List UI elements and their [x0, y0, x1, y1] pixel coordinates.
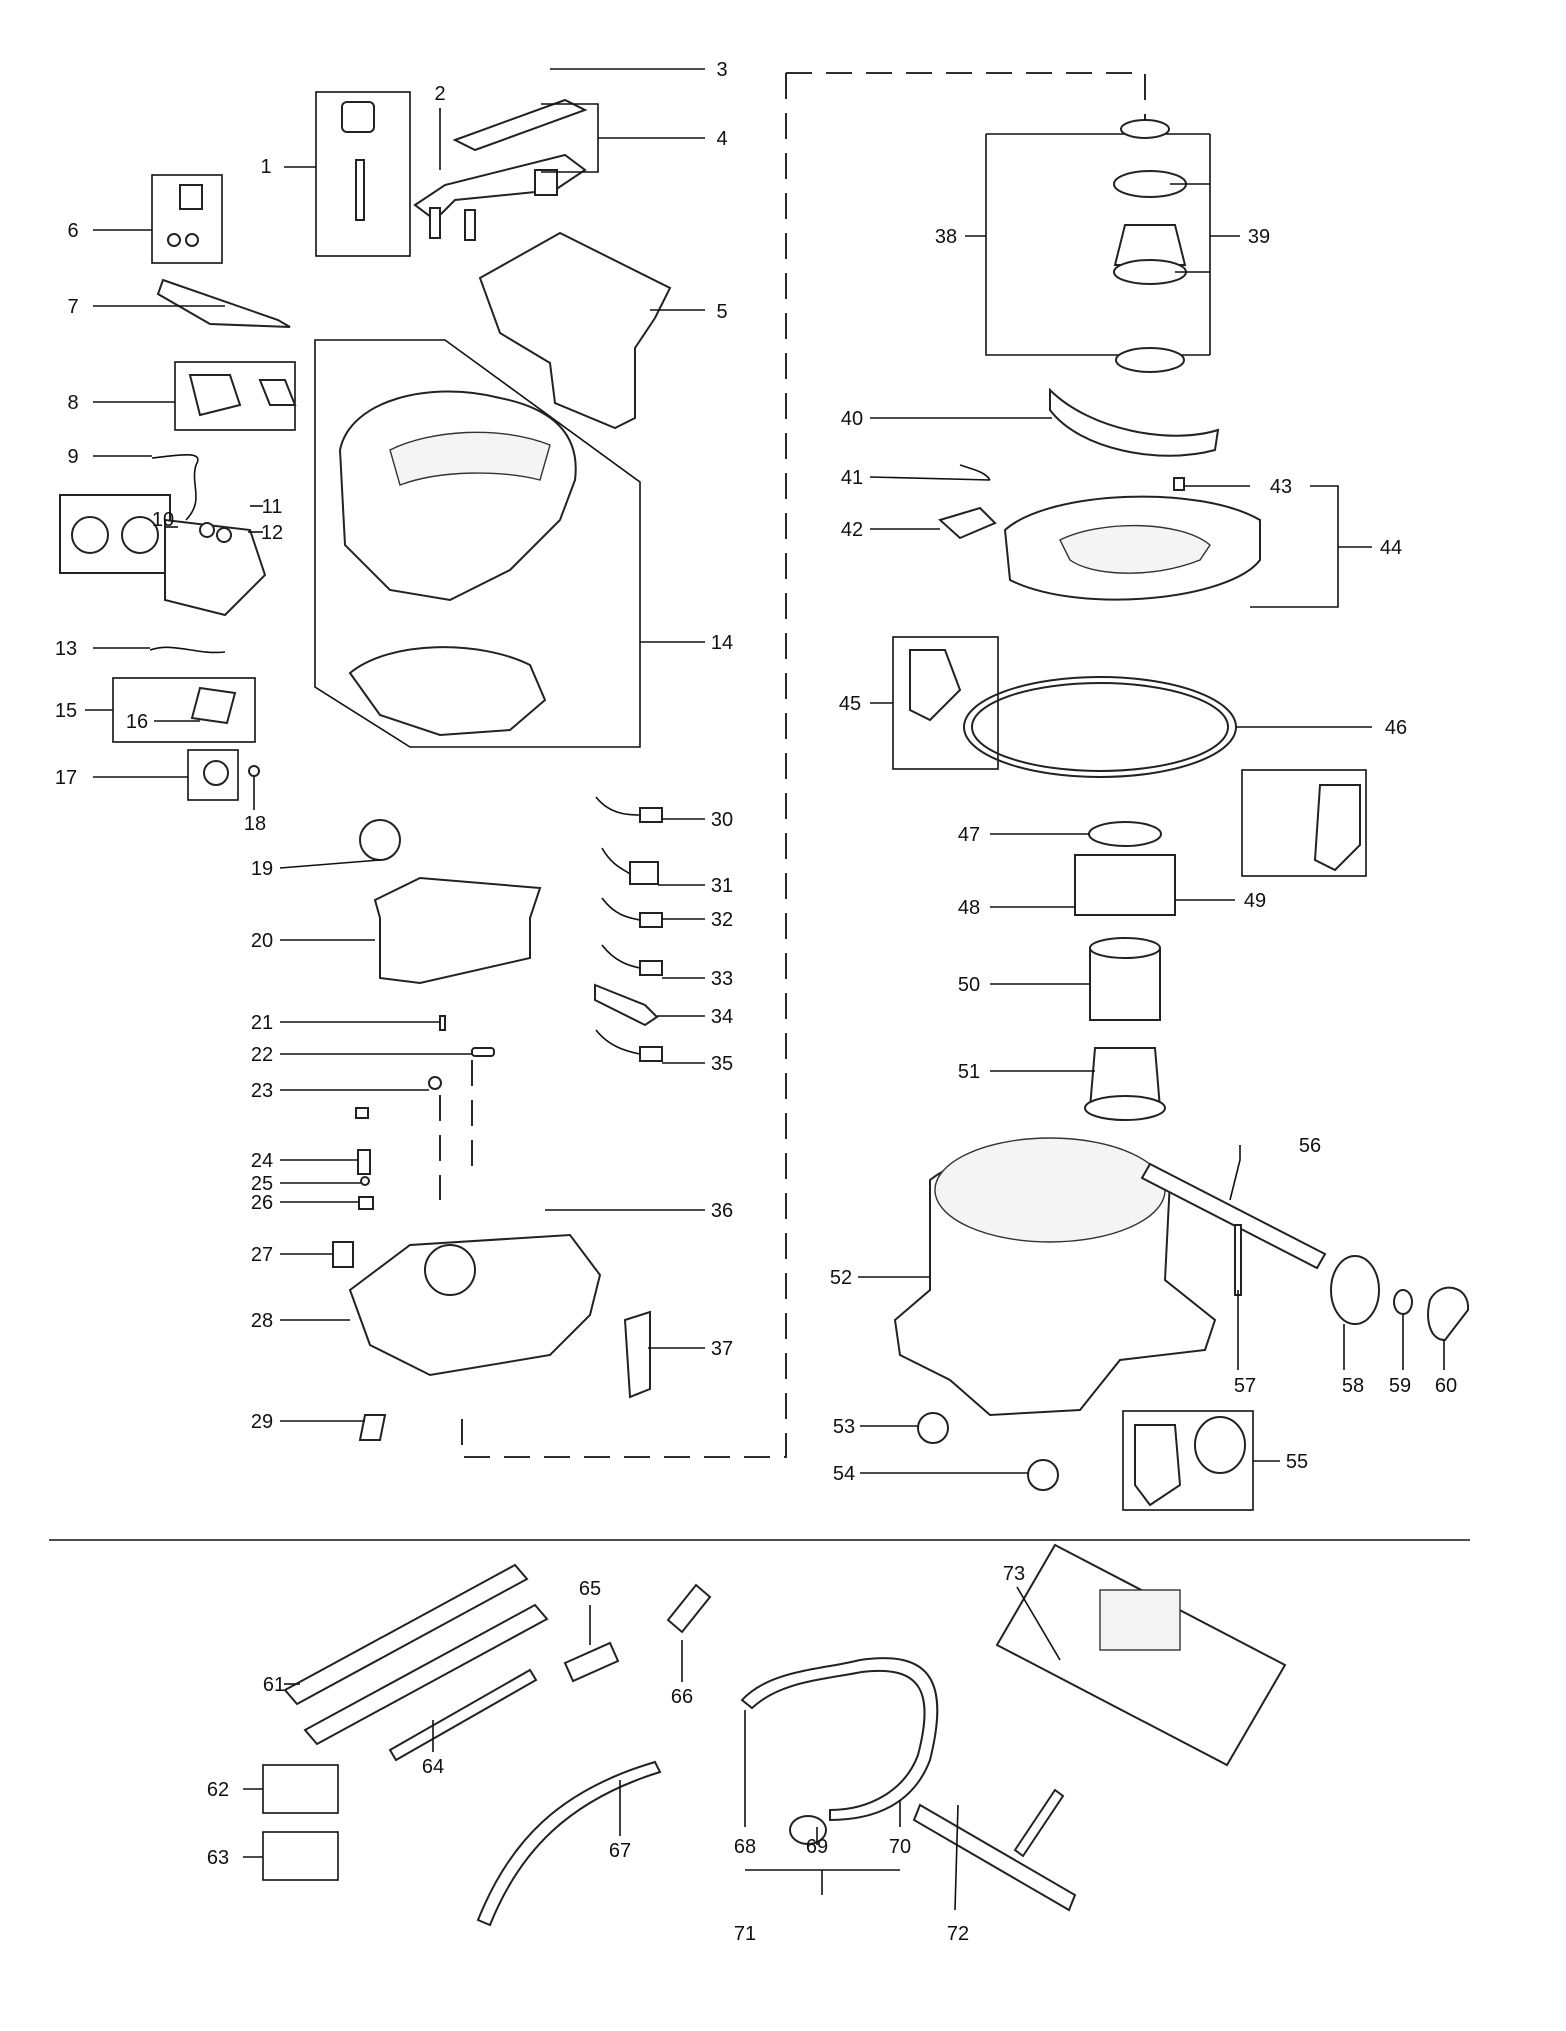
- callout-72: 72: [947, 1923, 969, 1945]
- callout-43: 43: [1270, 476, 1292, 498]
- callout-47: 47: [958, 824, 980, 846]
- callout-37: 37: [711, 1338, 733, 1360]
- leader-lines: [85, 68, 1445, 1911]
- callout-65: 65: [579, 1578, 601, 1600]
- callout-53: 53: [833, 1416, 855, 1438]
- callout-3: 3: [716, 59, 727, 81]
- callout-36: 36: [711, 1200, 733, 1222]
- callout-51: 51: [958, 1061, 980, 1083]
- callout-30: 30: [711, 809, 733, 831]
- callout-68: 68: [734, 1836, 756, 1858]
- callout-57: 57: [1234, 1375, 1256, 1397]
- callout-19: 19: [251, 858, 273, 880]
- callout-71: 71: [734, 1923, 756, 1945]
- callout-46: 46: [1385, 717, 1407, 739]
- callout-63: 63: [207, 1847, 229, 1869]
- callout-10: 10: [152, 509, 174, 531]
- callout-50: 50: [958, 974, 980, 996]
- callout-23: 23: [251, 1080, 273, 1102]
- callout-17: 17: [55, 767, 77, 789]
- callout-48: 48: [958, 897, 980, 919]
- callout-52: 52: [830, 1267, 852, 1289]
- callout-42: 42: [841, 519, 863, 541]
- callout-38: 38: [935, 226, 957, 248]
- callout-73: 73: [1003, 1563, 1025, 1585]
- callout-70: 70: [889, 1836, 911, 1858]
- callout-27: 27: [251, 1244, 273, 1266]
- callout-39: 39: [1248, 226, 1270, 248]
- callout-labels: 1 2 3 4 5 6 7 8 9 10 11 12 13 14 15 16 1…: [55, 59, 1457, 1945]
- callout-21: 21: [251, 1012, 273, 1034]
- callout-26: 26: [251, 1192, 273, 1214]
- callout-13: 13: [55, 638, 77, 660]
- callout-1: 1: [260, 156, 271, 178]
- callout-11: 11: [262, 496, 283, 518]
- callout-35: 35: [711, 1053, 733, 1075]
- callout-60: 60: [1435, 1375, 1457, 1397]
- callout-24: 24: [251, 1150, 273, 1172]
- callout-62: 62: [207, 1779, 229, 1801]
- callout-28: 28: [251, 1310, 273, 1332]
- callout-33: 33: [711, 968, 733, 990]
- callout-44: 44: [1380, 537, 1402, 559]
- callout-7: 7: [67, 296, 78, 318]
- callout-54: 54: [833, 1463, 855, 1485]
- callout-58: 58: [1342, 1375, 1364, 1397]
- callout-12: 12: [261, 522, 283, 544]
- part-sketches: [49, 91, 1470, 1927]
- callout-41: 41: [841, 467, 863, 489]
- callout-69: 69: [806, 1836, 828, 1858]
- callout-40: 40: [841, 408, 863, 430]
- callout-34: 34: [711, 1006, 733, 1028]
- callout-15: 15: [55, 700, 77, 722]
- callout-49: 49: [1244, 890, 1266, 912]
- callout-25: 25: [251, 1173, 273, 1195]
- callout-8: 8: [67, 392, 78, 414]
- callout-59: 59: [1389, 1375, 1411, 1397]
- callout-31: 31: [711, 875, 733, 897]
- callout-9: 9: [67, 446, 78, 468]
- callout-64: 64: [422, 1756, 444, 1778]
- callout-6: 6: [67, 220, 78, 242]
- callout-14: 14: [711, 632, 733, 654]
- callout-61: 61: [263, 1674, 285, 1696]
- callout-67: 67: [609, 1840, 631, 1862]
- callout-66: 66: [671, 1686, 693, 1708]
- callout-32: 32: [711, 909, 733, 931]
- callout-4: 4: [716, 128, 727, 150]
- callout-56: 56: [1299, 1135, 1321, 1157]
- callout-22: 22: [251, 1044, 273, 1066]
- callout-5: 5: [716, 301, 727, 323]
- callout-2: 2: [434, 83, 445, 105]
- callout-55: 55: [1286, 1451, 1308, 1473]
- callout-16: 16: [126, 711, 148, 733]
- callout-45: 45: [839, 693, 861, 715]
- callout-18: 18: [244, 813, 266, 835]
- callout-20: 20: [251, 930, 273, 952]
- callout-29: 29: [251, 1411, 273, 1433]
